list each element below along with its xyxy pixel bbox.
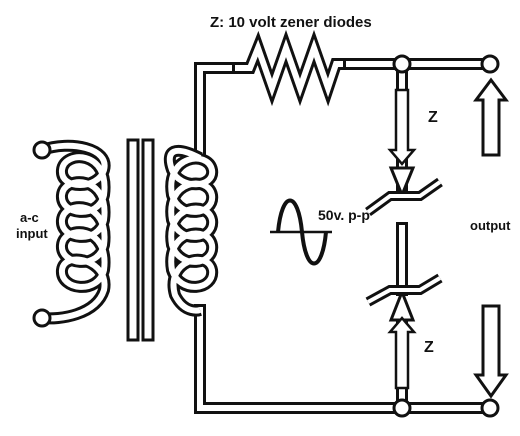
input-label-line2: input xyxy=(16,226,48,241)
resistor xyxy=(232,29,346,107)
transformer-core xyxy=(126,138,155,342)
sine-wave-icon xyxy=(270,198,332,266)
waveform-label: 50v. p-p xyxy=(318,207,370,223)
secondary-coil xyxy=(163,144,219,317)
input-label-line1: a-c xyxy=(20,210,39,225)
zener-diode-upper xyxy=(365,166,443,217)
output-arrow-top xyxy=(473,77,509,157)
diode-arrow-upper xyxy=(387,88,417,166)
diode-arrow-lower xyxy=(387,316,417,390)
terminals xyxy=(392,54,500,418)
zener-label-upper: Z xyxy=(428,109,438,126)
legend-text: Z: 10 volt zener diodes xyxy=(210,14,372,31)
primary-coil xyxy=(39,139,111,325)
circuit-wires xyxy=(194,58,496,414)
input-terminals xyxy=(32,140,52,328)
zener-label-lower: Z xyxy=(424,339,434,356)
output-label: output xyxy=(470,218,511,233)
output-arrow-bottom xyxy=(473,304,509,399)
